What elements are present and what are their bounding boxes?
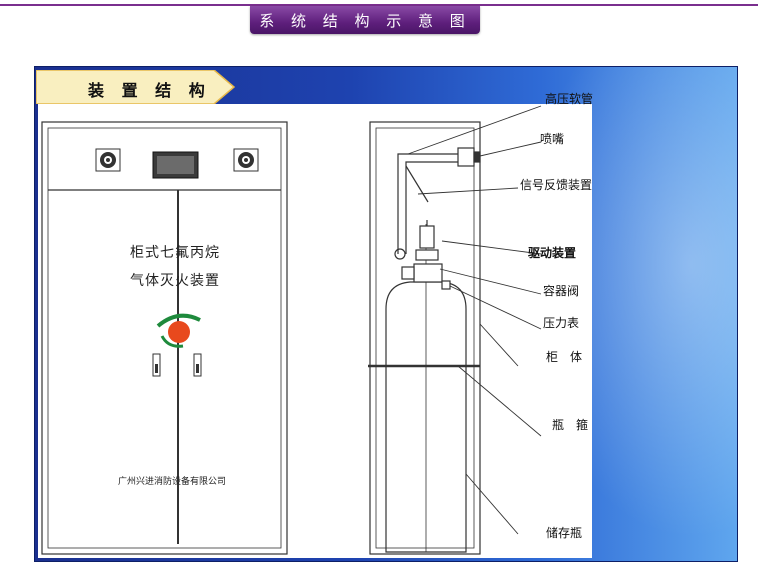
section-tag: 装 置 结 构: [36, 70, 236, 104]
label-nozzle: 喷嘴: [540, 132, 565, 146]
diagram-area: [38, 104, 592, 558]
label-bottle-hoop: 瓶 箍: [552, 418, 589, 432]
label-cabinet-body: 柜 体: [546, 350, 583, 364]
label-storage-bottle: 储存瓶: [546, 526, 583, 540]
label-drive-device: 驱动装置: [528, 246, 577, 260]
label-high-pressure-hose: 高压软管: [545, 92, 594, 106]
leader-lines: [407, 105, 542, 535]
section-label: 装 置 结 构: [88, 81, 211, 100]
control-display-icon: [152, 151, 199, 179]
cabinet-front-view: [41, 121, 288, 555]
speaker-left-icon: [95, 148, 121, 172]
page-title: 系 统 结 构 示 意 图: [250, 6, 480, 34]
valve-assembly: [394, 220, 451, 290]
door-handle-left-icon: [152, 353, 161, 377]
section-tag-shape: [36, 70, 236, 104]
company-logo-icon: [156, 313, 201, 348]
company-name: 广州兴进消防设备有限公司: [118, 477, 227, 487]
label-signal-feedback: 信号反馈装置: [520, 178, 593, 192]
hose-and-nozzle: [397, 147, 481, 254]
structure-diagram: [41, 105, 542, 555]
cabinet-name-line1: 柜式七氟丙烷: [130, 245, 220, 261]
label-container-valve: 容器阀: [543, 284, 580, 298]
label-pressure-gauge: 压力表: [543, 316, 580, 330]
speaker-right-icon: [233, 148, 259, 172]
cabinet-section-view: [369, 121, 481, 555]
door-handle-right-icon: [193, 353, 202, 377]
top-rule: [0, 4, 758, 6]
cabinet-name-line2: 气体灭火装置: [130, 273, 220, 289]
